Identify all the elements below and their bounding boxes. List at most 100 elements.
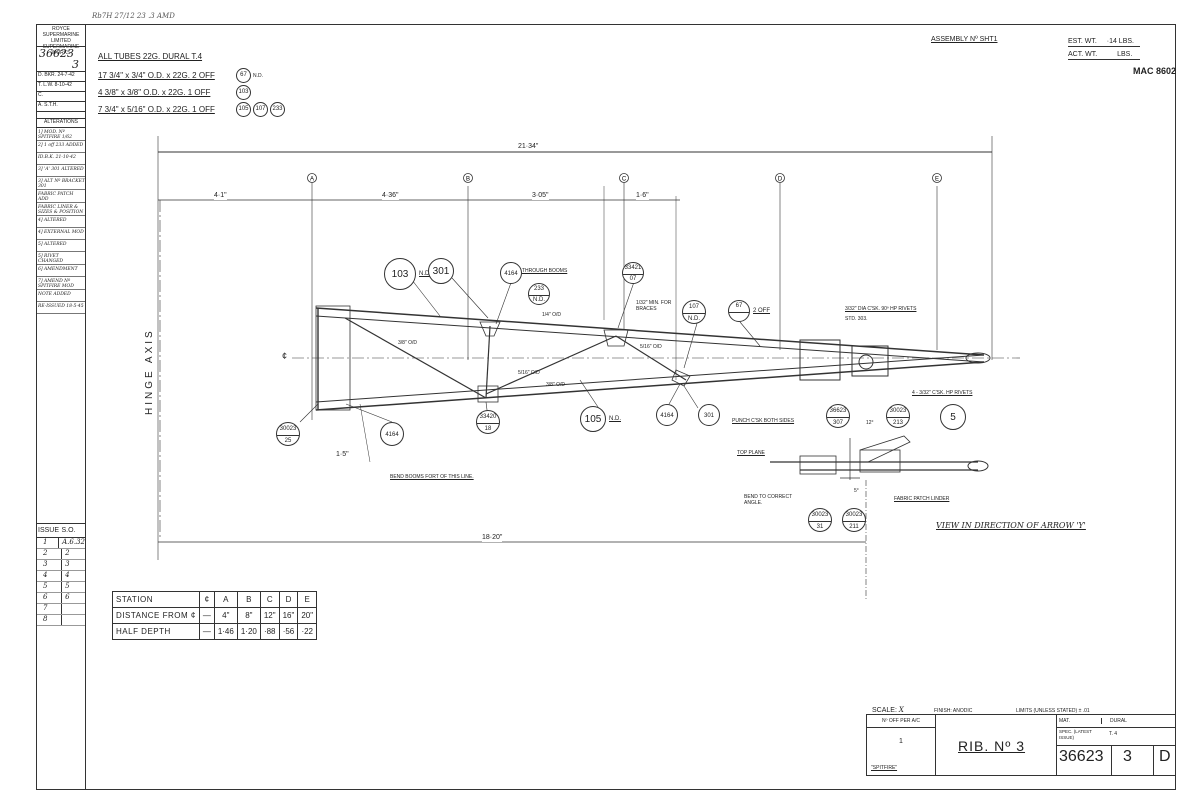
part-number: 105 — [584, 414, 602, 425]
note-slot-brace: 1/32" MIN. FOR BRACES — [636, 300, 672, 312]
cl-symbol: ¢ — [198, 591, 215, 608]
issue-number: 4 — [37, 571, 63, 581]
angle-12-deg: 12° — [866, 420, 874, 426]
distance-cell: 20" — [297, 607, 318, 624]
finish-field: FINISH: ANODIC — [934, 708, 973, 714]
part-number: 30023 — [843, 509, 865, 522]
tube-part-balloon: 67 — [236, 68, 251, 83]
issue-number: 1 — [37, 538, 60, 548]
alteration-entry: 7] AMEND Nº SPITFIRE MOD — [37, 277, 85, 290]
overall-dimension: 21·34" — [516, 143, 541, 151]
gusset-c — [603, 329, 629, 347]
title-issue-letter: D — [1159, 748, 1171, 765]
brace-4 — [615, 335, 687, 381]
station-col-e: E — [297, 591, 318, 608]
issue-number: 2 — [37, 549, 63, 559]
est-weight: EST. WT. ·14 LBS. — [1068, 38, 1140, 47]
issue-number: 6 — [37, 593, 63, 603]
title-drawing-number: 36623 — [1059, 748, 1104, 765]
issue-row: 7 — [37, 604, 85, 615]
approval-row: A. S.T.H. — [37, 102, 85, 112]
alterations-label: ALTERATIONS — [37, 118, 85, 128]
station-letter: E — [935, 177, 939, 183]
part-sub-label: 211 — [849, 524, 859, 530]
gusset-b — [477, 385, 499, 403]
alteration-entry: FABRIC LINER & SIZES & POSITION — [37, 205, 85, 216]
alteration-entry: NOTE ADDED — [37, 290, 85, 302]
material-value: DURAL — [1101, 718, 1127, 724]
no-off-cell: Nº OFF PER A/C 1 "SPITFIRE" — [866, 714, 936, 776]
alteration-entry: 5] RIVET CHANGED — [37, 252, 85, 265]
gusset-upper — [479, 321, 501, 337]
est-weight-label: EST. WT. — [1068, 38, 1097, 45]
part-number: 4164 — [660, 413, 674, 419]
sidebar-sheet-no: 3 — [72, 58, 79, 71]
no-off-value: 1 — [899, 738, 903, 745]
alteration-entry: RE-ISSUED 18-5-45 — [37, 302, 85, 314]
assembly-number: ASSEMBLY Nº SHT1 — [931, 36, 998, 43]
part-balloon-std4164c: 4164 — [656, 404, 678, 426]
note-view-direction: VIEW IN DIRECTION OF ARROW 'Y' — [936, 521, 1086, 530]
part-balloon-p5: 5 — [940, 404, 966, 430]
no-off-label: Nº OFF PER A/C — [867, 715, 935, 728]
part-balloon-p30023d: 30023 211 — [842, 508, 866, 532]
note-bend-booms: BEND BOOMS FORT OF THIS LINE. — [390, 474, 474, 480]
part-number: 103 — [391, 269, 409, 280]
part-sub-label: N.D. — [533, 297, 545, 303]
angle-5-deg: 5° — [854, 488, 859, 494]
tube-spec-title: ALL TUBES 22G. DURAL T.4 — [98, 52, 203, 61]
tube-label-e: 5/16" O/D — [518, 370, 540, 376]
scale-field: SCALE: X — [872, 706, 904, 715]
note-bend-correct: BEND TO CORRECT ANGLE. — [744, 494, 793, 506]
tube-spec-text: 4 3/8" x 3/8" O.D. x 22G. 1 OFF — [98, 88, 211, 97]
rear-fitting-plate — [799, 339, 841, 381]
station-col-b: B — [236, 591, 261, 608]
front-spar-flange — [315, 305, 351, 411]
part-sub-label: N.D. — [609, 416, 621, 422]
aircraft-name: "SPITFIRE" — [871, 765, 898, 771]
part-sub-label: N.D. — [419, 271, 431, 277]
part-number: 30023 — [809, 509, 831, 522]
material-block: MAT. DURAL SPEC. (LATEST ISSUE) T. 4 366… — [1056, 714, 1176, 776]
part-sub-label: 07 — [629, 276, 637, 282]
dim-station-c: 3·05" — [532, 192, 549, 200]
alteration-entry: 3] 'A' 301 ALTERED — [37, 165, 85, 177]
part-number: 107 — [683, 301, 705, 314]
tube-part-balloon: 233 — [270, 102, 285, 117]
station-letter: A — [310, 177, 314, 183]
station-label: STATION — [112, 591, 200, 608]
part-number: 233 — [529, 284, 549, 296]
note-fabric-patch: FABRIC PATCH LINDER — [894, 496, 950, 502]
limits-field: LIMITS (UNLESS STATED) ± .01 — [1016, 708, 1090, 714]
so-col-label: S.O. — [61, 526, 76, 534]
dim-station-b: 4·36" — [382, 192, 399, 200]
dim-station-a: 4·1" — [214, 192, 227, 200]
material-label: MAT. — [1059, 718, 1071, 724]
part-balloon-p105: 105 N.D. — [580, 406, 621, 432]
issue-so: 5 — [65, 582, 70, 590]
issue-so: 6 — [65, 593, 70, 601]
distance-cell: 12" — [259, 607, 280, 624]
part-number: 67 — [729, 301, 749, 313]
part-number: 5 — [950, 412, 956, 423]
dim-bottom: 18·20" — [482, 534, 503, 542]
approval-row: C. — [37, 92, 85, 102]
note-through-booms: THROUGH BOOMS — [522, 268, 568, 274]
half-depth-cell: ·22 — [297, 623, 318, 640]
distance-cell: — — [198, 607, 215, 624]
dim-station-d: 1·6" — [636, 192, 649, 200]
brace-3 — [485, 335, 617, 395]
